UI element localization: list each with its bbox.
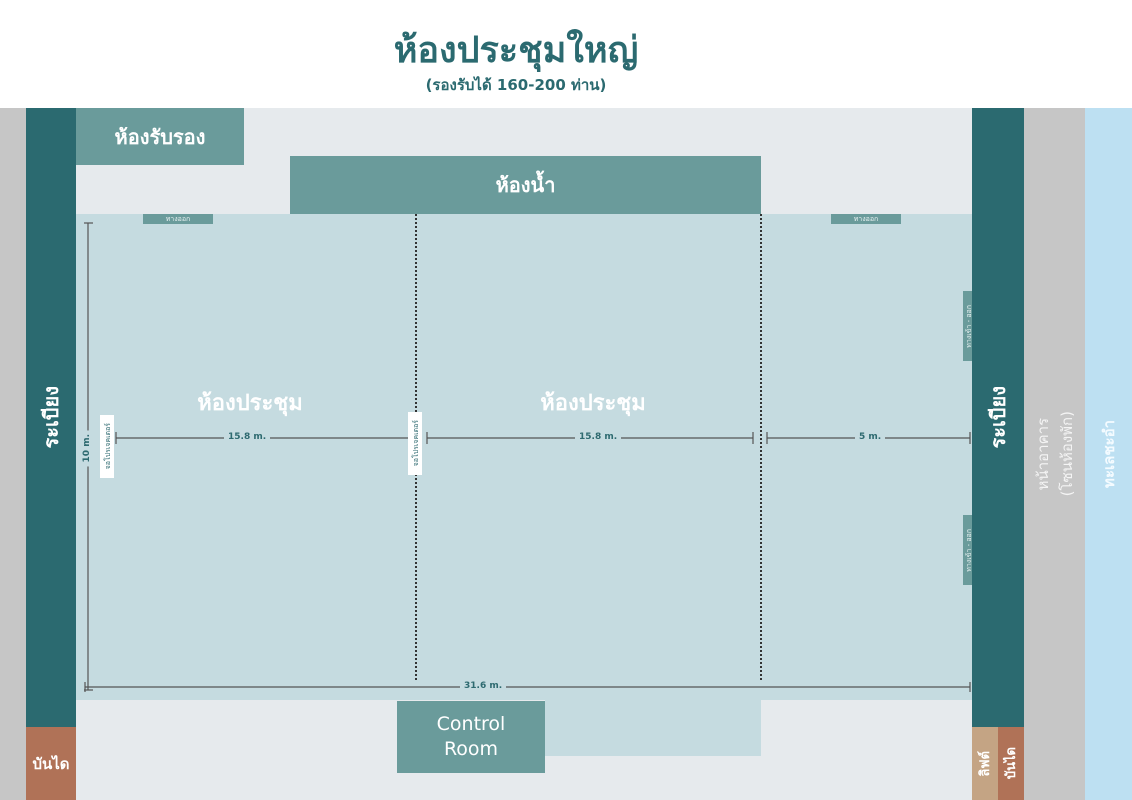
control-room-label-2: Room	[443, 738, 499, 760]
dim-right-width: 5 m.	[855, 432, 886, 442]
partition-right	[760, 214, 762, 680]
lift: ลิฟต์	[972, 727, 998, 800]
restroom: ห้องน้ำ	[290, 156, 761, 214]
building-front: หน้าอาคาร (โซนห้องพัก)	[1024, 108, 1085, 800]
left-outer-strip	[0, 108, 26, 800]
meeting-hall	[76, 214, 972, 700]
stairs-right-label: บันได	[1003, 747, 1019, 780]
entrance-side-top[interactable]: ทางเข้า - ออก	[963, 291, 973, 361]
dim-left-width: 15.8 m.	[224, 432, 271, 442]
entrance-side-bottom[interactable]: ทางเข้า - ออก	[963, 515, 973, 585]
sea-label: ทะเลชะอำ	[1099, 420, 1118, 488]
building-front-label: หน้าอาคาร (โซนห้องพัก)	[1033, 411, 1076, 497]
meeting-room-left-label: ห้องประชุม	[197, 390, 303, 416]
stairs-left: บันได	[26, 727, 76, 800]
projector-left-label: จอโปรเจคเตอร์	[103, 423, 112, 470]
sea: ทะเลชะอำ	[1085, 108, 1132, 800]
projector-screen-left: จอโปรเจคเตอร์	[100, 415, 114, 478]
exit-top-right[interactable]: ทางออก	[831, 214, 901, 224]
dim-height: 10 m.	[82, 430, 92, 467]
control-room: Control Room	[397, 701, 545, 773]
balcony-left: ระเบียง	[26, 108, 76, 727]
page-title: ห้องประชุมใหญ่	[393, 29, 639, 71]
projector-screen-middle: จอโปรเจคเตอร์	[408, 412, 422, 475]
stairs-right: บันได	[998, 727, 1024, 800]
projector-middle-label: จอโปรเจคเตอร์	[411, 420, 420, 467]
balcony-right: ระเบียง	[972, 108, 1024, 727]
lift-label: ลิฟต์	[977, 750, 993, 777]
reception-room: ห้องรับรอง	[76, 108, 244, 165]
balcony-right-label: ระเบียง	[986, 386, 1010, 449]
hall-extension	[545, 700, 761, 756]
control-room-label-1: Control	[436, 713, 506, 736]
dim-middle-width: 15.8 m.	[575, 432, 622, 442]
meeting-room-right-label: ห้องประชุม	[540, 390, 646, 416]
page-subtitle: (รองรับได้ 160-200 ท่าน)	[425, 76, 607, 94]
dim-total-width: 31.6 m.	[460, 681, 507, 691]
exit-top-left[interactable]: ทางออก	[143, 214, 213, 224]
